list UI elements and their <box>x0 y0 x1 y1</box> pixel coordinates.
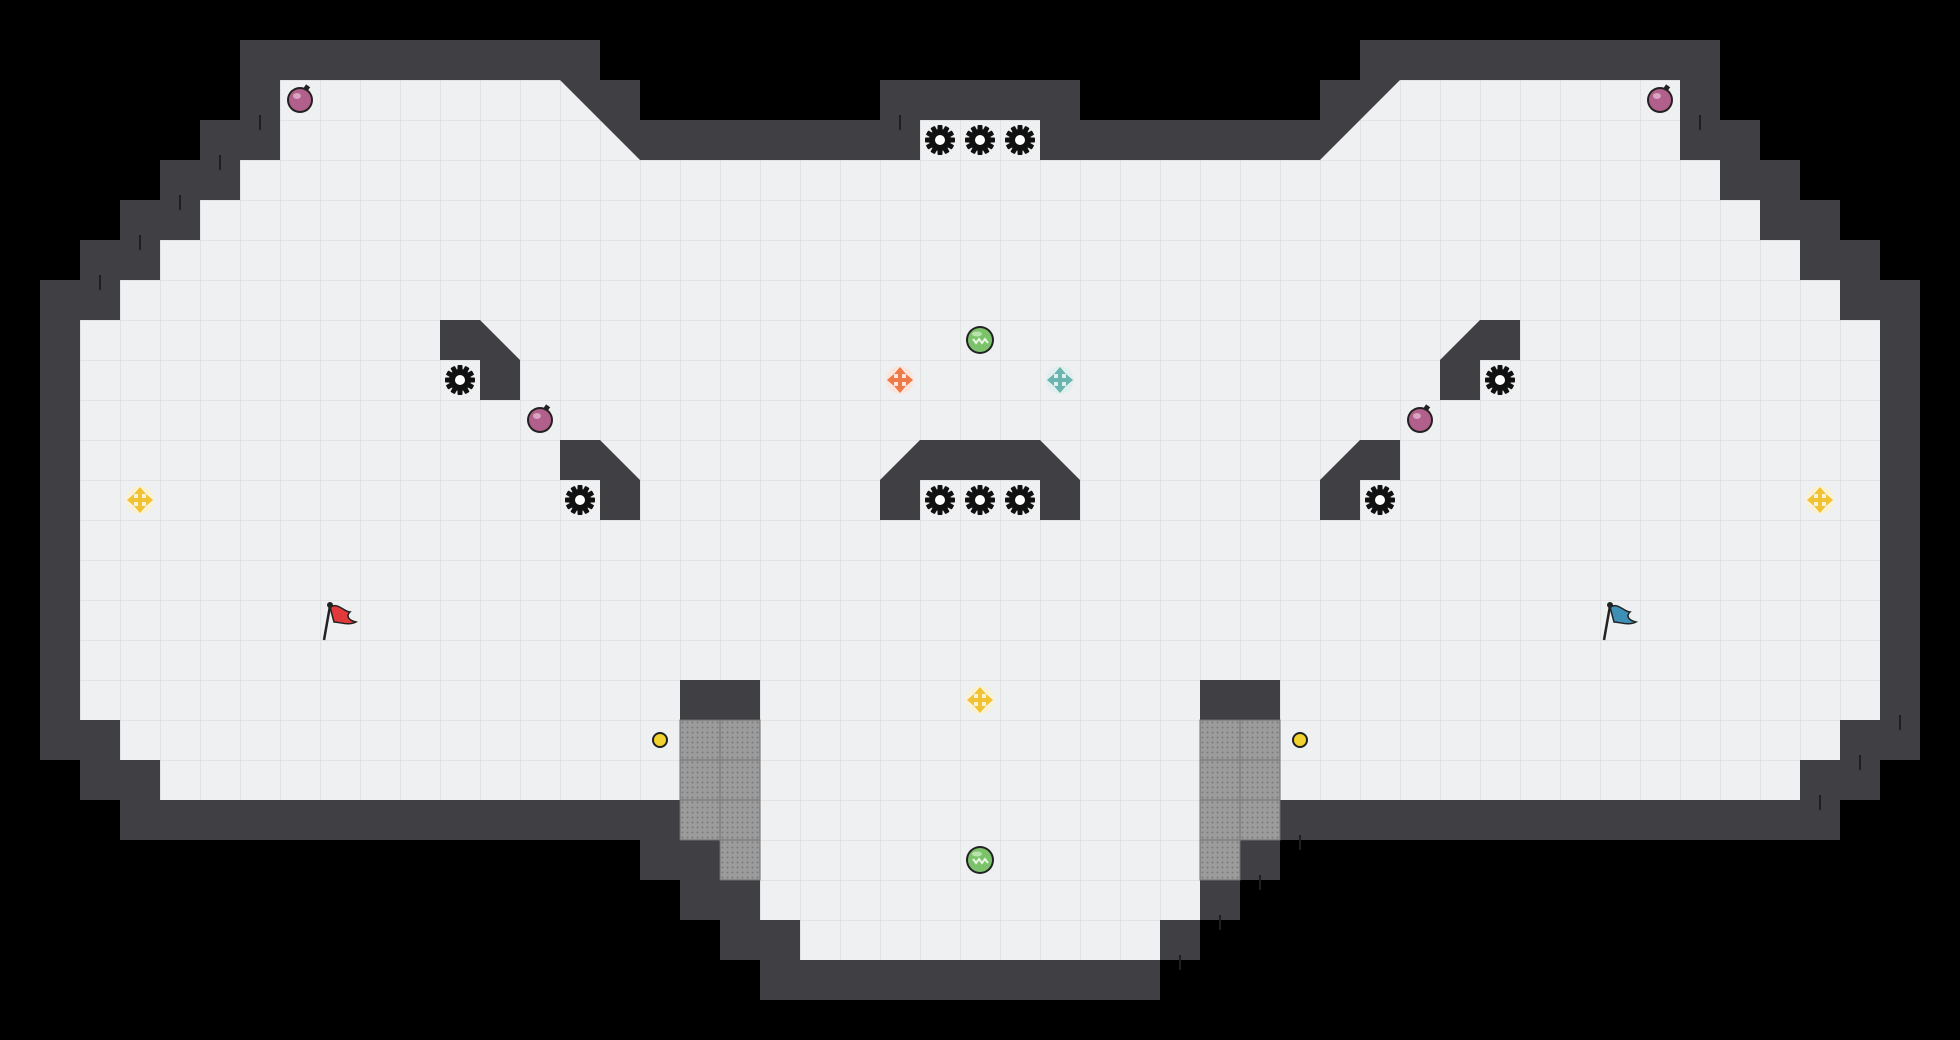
wall-center <box>880 440 1080 520</box>
wall-ticks <box>99 115 1901 970</box>
button-icon <box>1292 732 1308 748</box>
floor <box>80 80 1880 960</box>
powerup-icon <box>965 845 995 875</box>
red-flag-icon <box>322 602 359 641</box>
buttons <box>652 732 1308 748</box>
blue-flag-icon <box>1602 602 1639 641</box>
inner-walls <box>440 320 1520 720</box>
boost-icon <box>126 486 154 514</box>
red-boost-icon <box>886 366 914 394</box>
wall-left-upper <box>440 320 520 400</box>
boost-icon <box>1806 486 1834 514</box>
wall-right-lower <box>1320 440 1400 520</box>
button-icon <box>652 732 668 748</box>
powerup-icon <box>965 325 995 355</box>
gate-left <box>679 719 761 881</box>
blue-boost-icon <box>1046 366 1074 394</box>
wall-bottom-left-cap <box>680 680 760 720</box>
boost-icon <box>966 686 994 714</box>
wall-right-upper <box>1440 320 1520 400</box>
wall-bottom-right-cap <box>1200 680 1280 720</box>
gate-right <box>1199 719 1281 881</box>
wall-left-lower <box>560 440 640 520</box>
